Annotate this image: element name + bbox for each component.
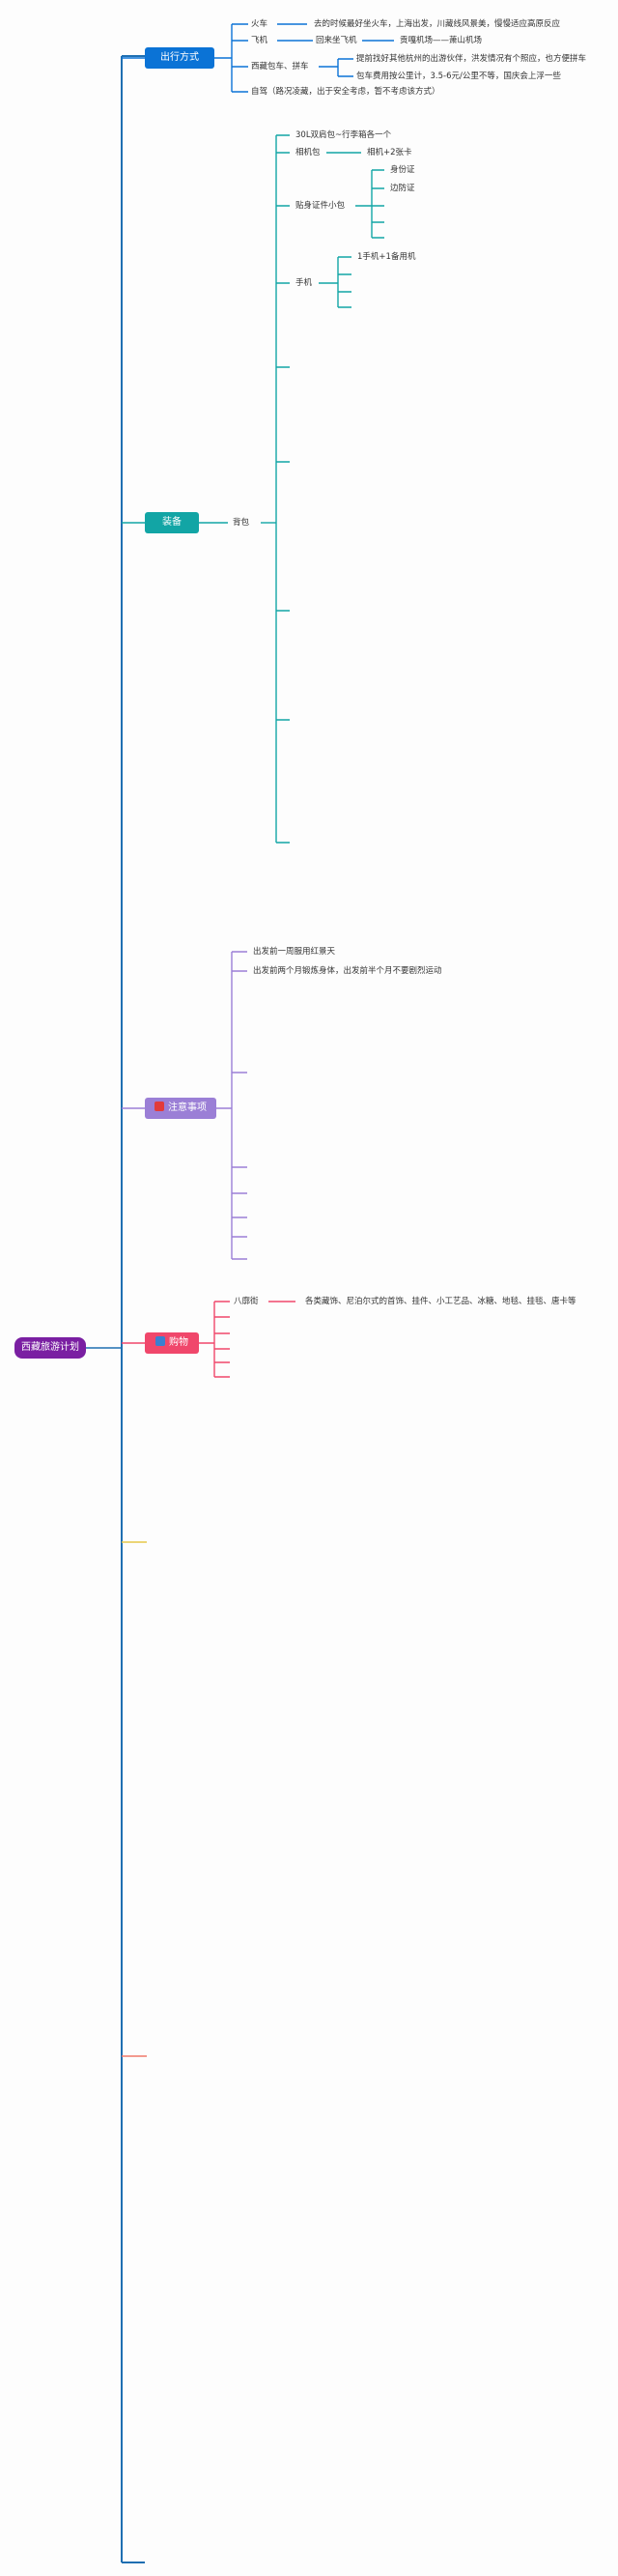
equipment-phone[interactable]: 手机: [295, 278, 313, 288]
transport-self-drive[interactable]: 自驾（路况凌藏，出于安全考虑，暂不考虑该方式）: [251, 87, 440, 97]
phone-tree: [319, 256, 351, 308]
equipment-id-card: 身份证: [390, 165, 415, 175]
notes-ticks: [232, 951, 247, 1260]
shopping-tag-icon: [155, 1336, 165, 1346]
notes-flag-icon: [154, 1102, 164, 1111]
branch-notes-label: 注意事项: [168, 1102, 207, 1113]
transport-train-detail: 去的时候最好坐火车，上海出发，川藏线风景美，慢慢适应高原反应: [314, 19, 561, 29]
notes-item-1[interactable]: 出发前一周服用红景天: [253, 947, 336, 957]
notes-item-2[interactable]: 出发前两个月锻炼身体，出发前半个月不要剧烈运动: [253, 966, 442, 976]
transport-car-link: [319, 58, 353, 77]
equipment-ticks: [276, 134, 290, 844]
equipment-phone-detail: 1手机+1备用机: [357, 252, 416, 262]
transport-plane-route: 贡嘎机场——萧山机场: [400, 36, 483, 45]
equipment-docs-bag[interactable]: 贴身证件小包: [295, 201, 346, 211]
transport-train[interactable]: 火车: [251, 19, 268, 29]
root-node[interactable]: 西藏旅游计划: [14, 1337, 86, 1359]
transport-car-detail-2: 包车费用按公里计，3.5-6元/公里不等，国庆会上浮一些: [356, 72, 561, 81]
branch-shopping[interactable]: 购物: [145, 1332, 199, 1354]
notes-trunk: [216, 952, 233, 1259]
branch-equipment[interactable]: 装备: [145, 512, 199, 533]
shopping-bakuo-detail: 各类藏饰、尼泊尔式的首饰、挂件、小工艺品、冰糖、地毯、挂毯、唐卡等: [305, 1297, 576, 1306]
transport-tree: [214, 23, 248, 93]
equipment-camera-bag[interactable]: 相机包: [295, 148, 321, 157]
transport-plane[interactable]: 飞机: [251, 36, 268, 45]
branch-transport[interactable]: 出行方式: [145, 47, 214, 69]
docs-tree: [355, 169, 384, 239]
transport-car-detail-1: 提前找好其他杭州的出游伙伴，洪发情况有个照应，也方便拼车: [356, 54, 587, 64]
equipment-border-pass: 边防证: [390, 184, 415, 193]
equipment-bags[interactable]: 30L双肩包~行李箱各一个: [295, 130, 392, 140]
equipment-camera-detail: 相机+2张卡: [367, 148, 412, 157]
transport-car[interactable]: 西藏包车、拼车: [251, 62, 309, 72]
shopping-trunk: [199, 1302, 215, 1377]
branch-notes[interactable]: 注意事项: [145, 1098, 216, 1119]
equipment-backpack[interactable]: 背包: [233, 518, 250, 528]
branch-shopping-label: 购物: [169, 1337, 188, 1348]
transport-plane-detail: 回来坐飞机: [316, 36, 357, 45]
shopping-bakuo-street[interactable]: 八廓街: [234, 1297, 259, 1306]
shopping-ticks: [214, 1301, 230, 1378]
